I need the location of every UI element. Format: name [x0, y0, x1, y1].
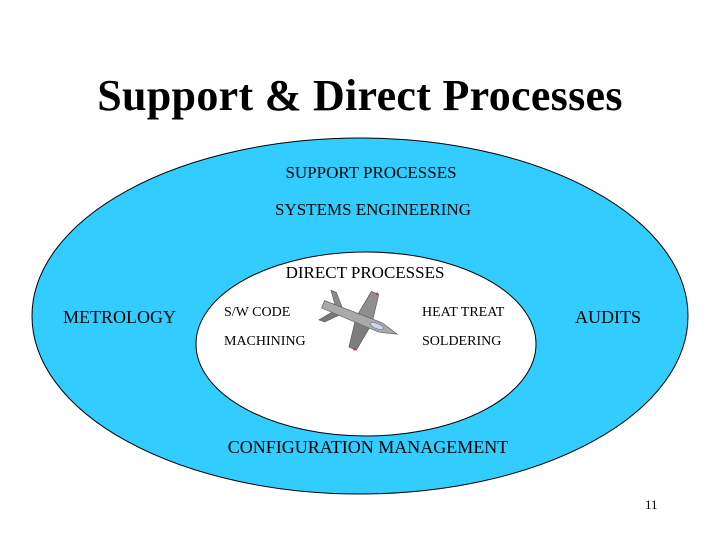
page-number: 11 [645, 497, 658, 512]
slide-title: Support & Direct Processes [97, 71, 623, 120]
metrology-label: METROLOGY [63, 307, 176, 327]
support-processes-heading: SUPPORT PROCESSES [285, 163, 457, 182]
fighter-jet-icon [318, 289, 399, 351]
heat-treat-label: HEAT TREAT [422, 305, 505, 320]
sw-code-label: S/W CODE [224, 305, 291, 320]
audits-label: AUDITS [575, 307, 641, 327]
direct-processes-ellipse [195, 251, 537, 437]
systems-engineering-label: SYSTEMS ENGINEERING [275, 200, 471, 219]
direct-processes-heading: DIRECT PROCESSES [285, 263, 445, 282]
configuration-management-label: CONFIGURATION MANAGEMENT [227, 437, 509, 457]
soldering-label: SOLDERING [422, 334, 502, 349]
machining-label: MACHINING [224, 334, 306, 349]
